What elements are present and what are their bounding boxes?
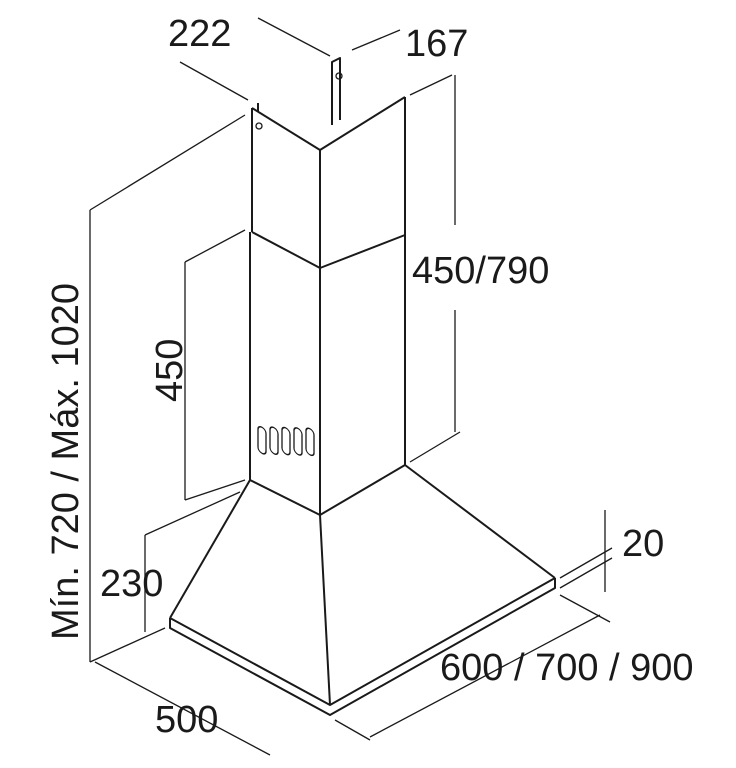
chimney-joint [251, 231, 406, 269]
dimension-lines [89, 17, 613, 756]
dimension-hood-depth: 500 [155, 699, 218, 741]
dimension-hood-height: 230 [100, 563, 163, 605]
dimension-hood-width: 600 / 700 / 900 [440, 647, 694, 689]
hood-right-edge [404, 464, 556, 579]
screw-hole [255, 122, 263, 130]
upper-chimney-top [251, 96, 406, 151]
screw-hole [335, 72, 343, 80]
dimension-total-height: Mín. 720 / Máx. 1020 [45, 283, 87, 640]
hood-left-edge [169, 479, 251, 619]
chimney-back-bracket [331, 57, 341, 125]
vent-slots [257, 426, 315, 457]
hood-top [249, 464, 406, 516]
dimension-chimney-depth: 167 [405, 23, 468, 65]
dimension-lower-chimney-height: 450 [149, 339, 191, 402]
dimension-chimney-height: 450/790 [412, 250, 549, 292]
hood-outline [169, 57, 556, 716]
hood-rim [169, 578, 556, 716]
dimension-rim-thickness: 20 [622, 523, 664, 565]
hood-bottom-top [169, 577, 556, 706]
hood-front-edge [319, 514, 331, 706]
dimension-chimney-width: 222 [168, 13, 231, 55]
